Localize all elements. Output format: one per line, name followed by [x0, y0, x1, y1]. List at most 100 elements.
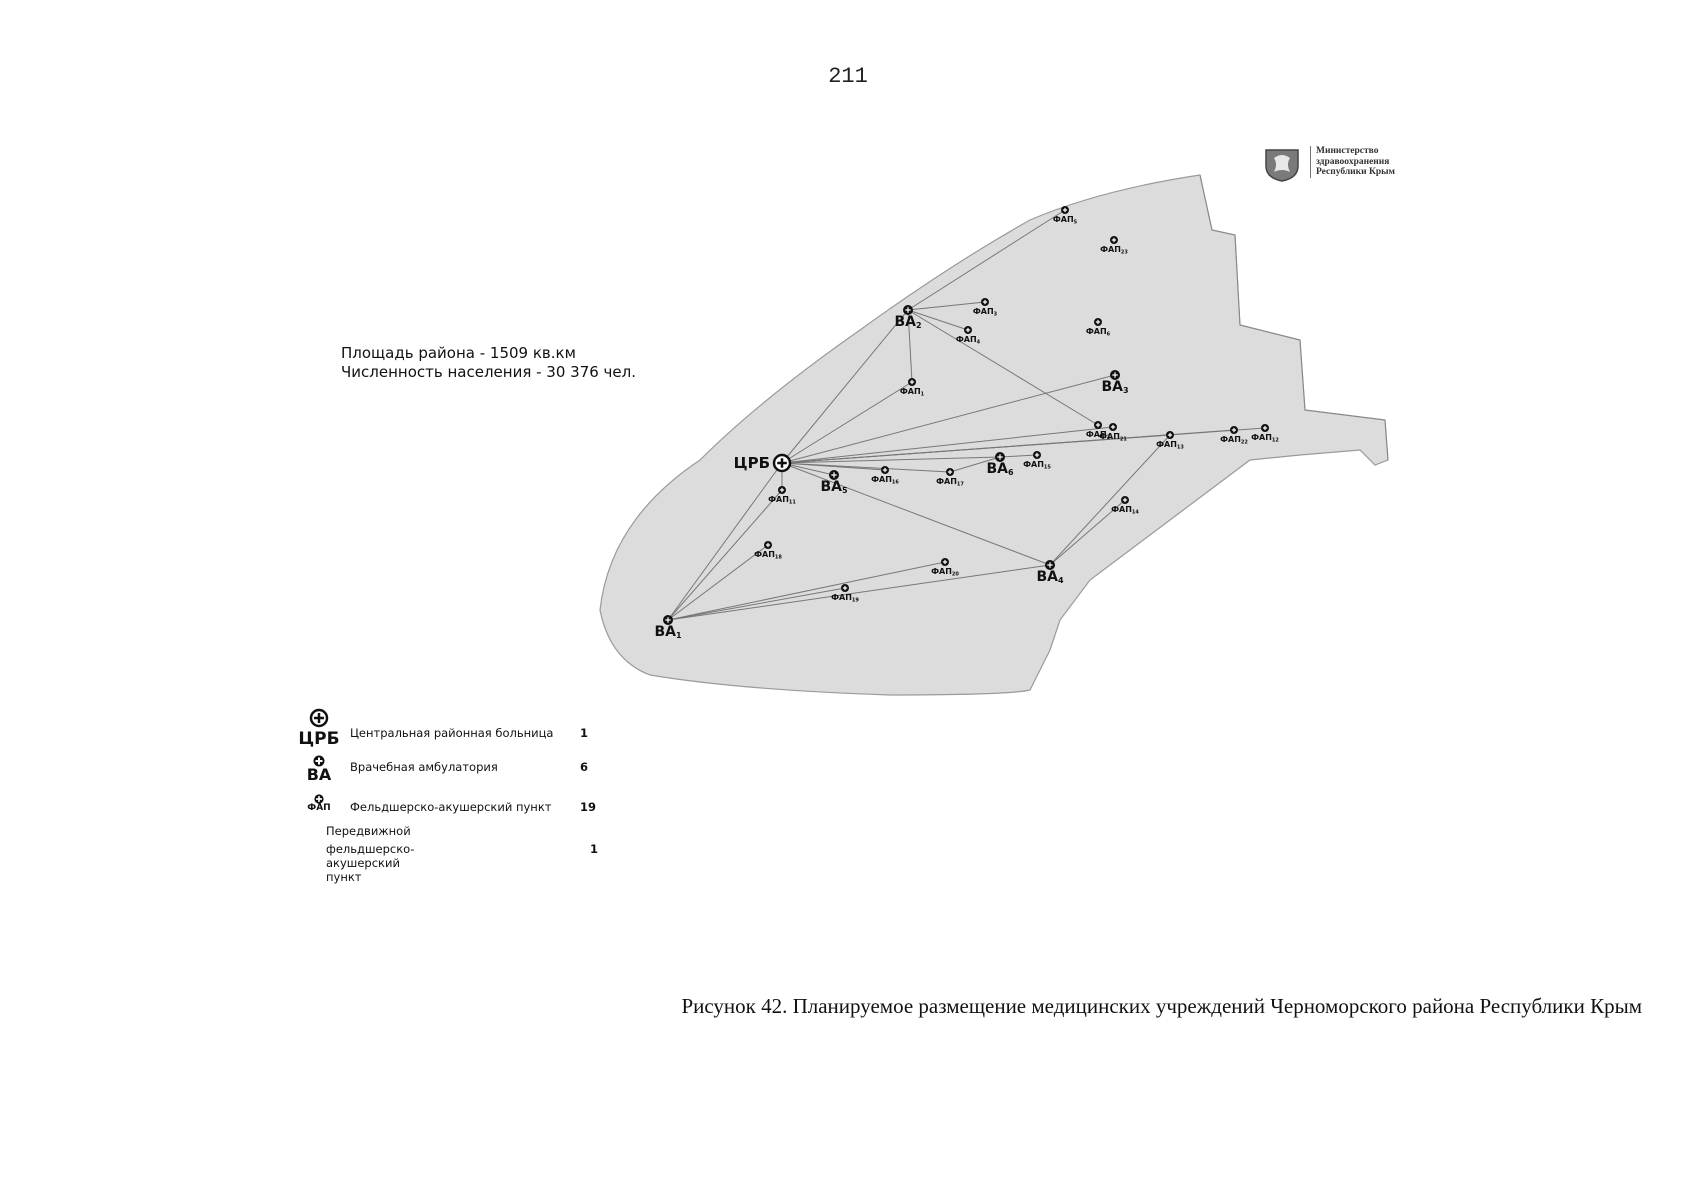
facility-label: ФАП23 [1100, 245, 1128, 256]
facility-va2: ВА2 [894, 305, 922, 330]
facility-label: ВА6 [986, 461, 1014, 477]
link-line [999, 454, 1038, 458]
link-line [667, 462, 783, 621]
cross-mark [765, 542, 771, 548]
legend-label: Врачебная амбулатория [350, 760, 498, 774]
link-line [667, 564, 1051, 621]
district-population: Численность населения - 30 376 чел. [341, 363, 636, 381]
cross-mark [665, 617, 671, 623]
link-line [949, 456, 1001, 473]
facility-va5: ВА5 [820, 470, 848, 495]
facility-fap11: ФАП11 [768, 486, 796, 506]
link-line [667, 544, 769, 621]
facility-fap17: ФАП17 [936, 468, 964, 488]
cross-icon [313, 755, 325, 767]
district-boundary [1199, 174, 1389, 461]
cross-mark [779, 487, 785, 493]
cross-mark [905, 307, 911, 313]
district-area: Площадь района - 1509 кв.км [341, 344, 576, 362]
facility-label: ФАП4 [956, 335, 981, 346]
facility-label: ЦРБ [734, 454, 770, 472]
page-number: 211 [828, 64, 868, 89]
cross-mark [1122, 497, 1128, 503]
cross-mark [965, 327, 971, 333]
facility-label: ФАП13 [1156, 440, 1184, 451]
facility-fap15: ФАП15 [1023, 451, 1051, 471]
link-line [781, 456, 1001, 464]
legend-label: Передвижной [326, 824, 411, 838]
facility-fap23: ФАП23 [1100, 236, 1128, 256]
facility-label: ВА1 [654, 624, 682, 640]
cross-mark [947, 469, 953, 475]
legend-symbol: ФАП [307, 803, 331, 813]
facility-va3: ВА3 [1101, 370, 1129, 395]
cross-mark [1231, 427, 1237, 433]
link-line [781, 462, 951, 473]
facility-fap21: ФАП21 [1099, 423, 1127, 443]
facility-label: ФАП18 [754, 550, 782, 561]
district-map: ЦРБВА1ВА2ВА3ВА4ВА5ВА6ФАП1ФАП2ФАП3ФАП4ФАП… [599, 174, 1389, 696]
link-line [667, 561, 946, 621]
facility-fap4: ФАП4 [956, 326, 981, 346]
facility-fap5: ФАП5 [1053, 206, 1078, 226]
link-line [907, 301, 986, 311]
facility-fap2: ФАП2 [1086, 421, 1111, 441]
legend-count: 1 [580, 726, 589, 740]
cross-mark [831, 472, 837, 478]
link-line [907, 309, 913, 383]
cross-mark [1062, 207, 1068, 213]
cross-mark [982, 299, 988, 305]
ministry-logo: Министерство здравоохранения Республики … [1262, 146, 1436, 182]
cross-mark [909, 379, 915, 385]
facility-label: ВА4 [1036, 569, 1064, 585]
cross-icon [314, 794, 324, 804]
crimea-emblem-icon [1265, 149, 1299, 182]
facility-va1: ВА1 [654, 615, 682, 640]
ministry-line: здравоохранения [1316, 156, 1390, 167]
legend-count: 6 [580, 760, 589, 774]
facility-label: ФАП5 [1053, 215, 1078, 226]
links-layer [667, 209, 1266, 621]
facility-fap19: ФАП19 [831, 584, 859, 604]
cross-mark [1034, 452, 1040, 458]
cross-mark [1111, 237, 1117, 243]
facility-label: ФАП19 [831, 593, 859, 604]
facility-label: ФАП21 [1099, 432, 1127, 443]
link-line [907, 309, 969, 331]
legend-label: Центральная районная больница [350, 726, 554, 740]
district-land [599, 174, 1389, 696]
cross-mark [1112, 372, 1118, 378]
cross-mark [882, 467, 888, 473]
link-line [781, 462, 1051, 566]
facility-label: ФАП14 [1111, 505, 1139, 516]
central-hospital-cross-icon [309, 708, 329, 728]
facility-fap16: ФАП16 [871, 466, 899, 486]
facility-label: ВА5 [820, 479, 848, 495]
link-line [781, 381, 913, 464]
legend-label: Фельдшерско-акушерский пункт [350, 800, 552, 814]
cross-mark [777, 458, 787, 468]
link-line [1049, 499, 1126, 566]
facility-fap12: ФАП12 [1251, 424, 1279, 444]
cross-mark [842, 585, 848, 591]
cross-mark [1095, 319, 1101, 325]
cross-mark [1167, 432, 1173, 438]
facility-fap22: ФАП22 [1220, 426, 1248, 446]
link-line [667, 489, 783, 621]
link-line [781, 309, 909, 464]
ministry-line: Министерство [1316, 146, 1379, 156]
facility-fap13: ФАП13 [1156, 431, 1184, 451]
facility-label: ВА3 [1101, 379, 1128, 395]
link-line [907, 209, 1066, 311]
facility-label: ФАП11 [768, 495, 796, 506]
ministry-line: Республики Крым [1316, 167, 1396, 177]
facility-label: ФАП12 [1251, 433, 1279, 444]
facility-fap6: ФАП6 [1086, 318, 1111, 338]
legend-count: 19 [580, 800, 597, 814]
legend-symbol: ЦРБ [298, 729, 340, 749]
facility-label: ФАП22 [1220, 435, 1248, 446]
link-line [667, 587, 846, 621]
facility-va6: ВА6 [986, 452, 1014, 477]
link-line [781, 434, 1171, 464]
facility-va4: ВА4 [1036, 560, 1064, 585]
